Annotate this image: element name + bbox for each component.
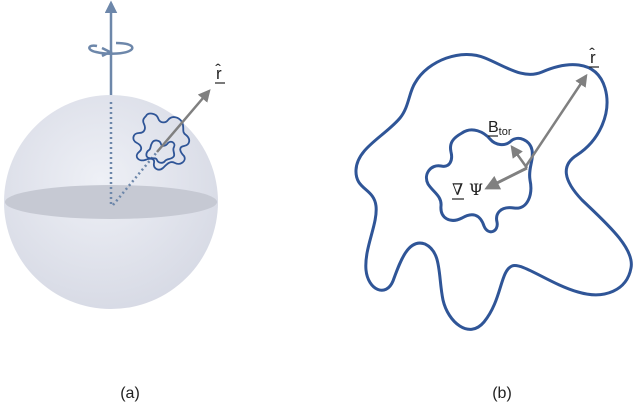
small-contour-outer: [132, 112, 191, 171]
outer-contour: [354, 53, 633, 331]
grad-psi-arrow: [484, 166, 528, 190]
r-hat-label-a: r̂: [215, 63, 222, 83]
caption-a: (a): [120, 385, 140, 402]
panel-b: r̂ Btor ∇ Ψ (b): [354, 47, 633, 402]
b-tor-label: Btor: [488, 119, 512, 138]
psi-symbol: Ψ: [469, 180, 483, 199]
small-contour-inner: [145, 139, 176, 164]
inner-contour: [425, 128, 534, 234]
r-hat-label-b: r̂: [589, 47, 596, 67]
panel-a: r̂ (a): [4, 0, 225, 402]
b-tor-arrow: [510, 144, 529, 169]
nabla-symbol: ∇: [452, 180, 463, 199]
rotation-arrow-icon: [88, 41, 134, 58]
r-hat-arrow-b: [524, 73, 588, 167]
r-hat-arrow-a: [156, 89, 211, 153]
b-tor-main: B: [488, 119, 499, 136]
radius-dotted: [112, 151, 158, 206]
b-tor-sub: tor: [499, 126, 512, 138]
caption-b: (b): [492, 385, 512, 402]
